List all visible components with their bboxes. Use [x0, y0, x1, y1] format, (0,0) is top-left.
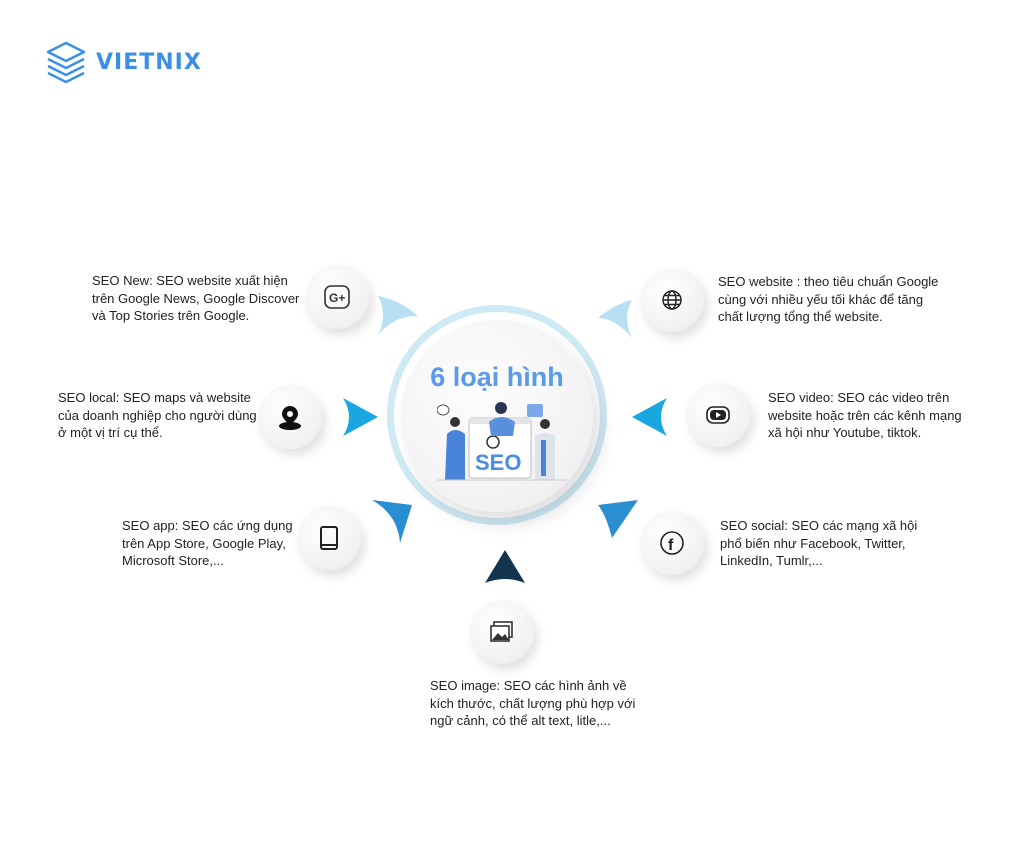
arrow-bottom [485, 550, 525, 583]
desc-seo-image: SEO image: SEO các hình ảnh về kích thướ… [430, 677, 635, 730]
desc-seo-video: SEO video: SEO các video trên website ho… [768, 389, 962, 442]
desc-seo-website: SEO website : theo tiêu chuẩn Google cùn… [718, 273, 938, 326]
desc-seo-new: SEO New: SEO website xuất hiện trên Goog… [92, 272, 299, 325]
node-seo-new: G+ [305, 265, 369, 329]
google-plus-icon: G+ [324, 285, 350, 309]
desc-line: trên Google News, Google Discover [92, 290, 300, 306]
globe-icon [662, 290, 682, 310]
node-seo-local [258, 385, 322, 449]
node-seo-video [686, 383, 750, 447]
desc-line: SEO website : theo tiêu chuẩn Google [718, 274, 939, 289]
desc-seo-local: SEO local: SEO maps và website của doanh… [58, 389, 257, 442]
arrow-bottom-left [372, 500, 412, 543]
desc-seo-app: SEO app: SEO các ứng dụng trên App Store… [122, 517, 293, 570]
youtube-icon [706, 406, 730, 424]
desc-line: LinkedIn, Tumlr,... [720, 553, 823, 568]
desc-line: ở một vị trí cụ thể. [58, 425, 163, 440]
center-title: 6 loại hình [430, 362, 564, 392]
map-pin-icon [279, 406, 301, 430]
desc-line: SEO image: SEO các hình ảnh về [430, 678, 627, 693]
node-seo-image [470, 600, 534, 664]
arrow-top-left [378, 296, 418, 335]
image-icon [490, 621, 513, 642]
desc-line: SEO social: SEO các mạng xã hội [720, 518, 918, 533]
facebook-icon: f [660, 531, 684, 555]
vietnix-logo: VIETNIX [44, 40, 202, 84]
desc-line: của doanh nghiệp cho người dùng [58, 407, 257, 423]
center-ring [387, 305, 607, 525]
node-seo-app [297, 506, 361, 570]
seo-illustration-text: SEO [475, 450, 521, 475]
desc-line: SEO app: SEO các ứng dụng [122, 518, 293, 533]
tablet-icon [320, 526, 338, 550]
desc-line: website hoặc trên các kênh mạng [768, 407, 962, 423]
server-stack-icon [46, 41, 86, 84]
desc-line: SEO local: SEO maps và website [58, 390, 251, 405]
desc-line: xã hội như Youtube, tiktok. [768, 425, 922, 440]
node-seo-social: f [640, 511, 704, 575]
svg-text:G+: G+ [329, 291, 345, 305]
desc-line: cùng với nhiều yếu tối khác để tăng [718, 291, 924, 307]
desc-line: phổ biến như Facebook, Twitter, [720, 535, 906, 551]
desc-line: SEO New: SEO website xuất hiện [92, 273, 288, 288]
arrow-right [632, 398, 667, 436]
node-seo-website [640, 268, 704, 332]
arrow-bottom-right [598, 500, 638, 538]
svg-text:f: f [668, 537, 674, 554]
desc-line: ngữ cảnh, có thể alt text, litle,... [430, 713, 611, 728]
desc-line: kích thước, chất lượng phù hợp với [430, 695, 636, 711]
arrow-left [343, 398, 378, 436]
desc-line: trên App Store, Google Play, [122, 535, 286, 551]
desc-line: chất lượng tổng thể website. [718, 309, 883, 324]
desc-line: Microsoft Store,... [122, 553, 224, 568]
seo-team-illustration: SEO [437, 402, 567, 481]
brand-name: VIETNIX [96, 49, 202, 75]
arrow-top-right [598, 300, 632, 338]
desc-line: SEO video: SEO các video trên [768, 390, 950, 405]
desc-line: và Top Stories trên Google. [92, 308, 250, 323]
desc-seo-social: SEO social: SEO các mạng xã hội phổ biến… [720, 517, 917, 570]
